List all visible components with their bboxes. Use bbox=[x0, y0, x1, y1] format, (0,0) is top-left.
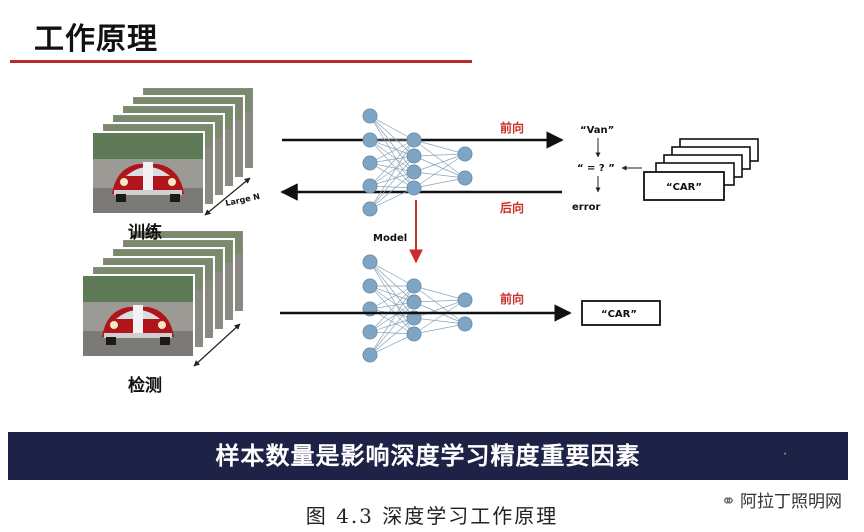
detect-size-arrow bbox=[193, 323, 241, 367]
car-photo bbox=[91, 131, 205, 215]
output-box bbox=[581, 300, 661, 326]
forward-label-bottom: 前向 bbox=[500, 291, 524, 306]
network-node bbox=[457, 292, 473, 308]
watermark: ⚭阿拉丁照明网 bbox=[721, 487, 842, 512]
network-node bbox=[362, 201, 378, 217]
compare-symbol: “ = ? ” bbox=[577, 163, 615, 174]
network-node bbox=[406, 278, 422, 294]
detection-image-stack bbox=[81, 229, 245, 358]
network-node bbox=[362, 155, 378, 171]
training-label-car: “CAR” bbox=[666, 182, 702, 193]
network-node bbox=[362, 347, 378, 363]
training-image-stack bbox=[91, 86, 255, 215]
error-label: error bbox=[572, 202, 601, 213]
forward-label-top: 前向 bbox=[500, 120, 524, 135]
deep-learning-diagram: Large N 前向 后向 Model 前向 “Van” “ = ? ” err… bbox=[81, 86, 759, 396]
network-node bbox=[457, 146, 473, 162]
network-node bbox=[362, 178, 378, 194]
detect-label: 检测 bbox=[128, 375, 162, 396]
output-label-car: “CAR” bbox=[601, 309, 637, 320]
train-label: 训练 bbox=[128, 222, 162, 243]
network-node bbox=[406, 294, 422, 310]
network-node bbox=[406, 164, 422, 180]
neural-network-train bbox=[362, 108, 473, 217]
banner-mark: · bbox=[783, 449, 788, 460]
key-message-banner: 样本数量是影响深度学习精度重要因素 · bbox=[8, 432, 848, 480]
network-node bbox=[406, 326, 422, 342]
neural-network-detect bbox=[362, 254, 473, 363]
network-node bbox=[362, 254, 378, 270]
network-node bbox=[406, 310, 422, 326]
large-n-arrow bbox=[204, 177, 251, 216]
banner-text: 样本数量是影响深度学习精度重要因素 bbox=[215, 442, 641, 470]
network-node bbox=[362, 108, 378, 124]
label-card-stack: “CAR” bbox=[643, 138, 759, 201]
prediction-van: “Van” bbox=[580, 125, 614, 136]
watermark-text: 阿拉丁照明网 bbox=[740, 492, 842, 512]
wechat-icon: ⚭ bbox=[720, 491, 736, 512]
network-node bbox=[362, 324, 378, 340]
figure-caption: 图 4.3 深度学习工作原理 bbox=[305, 504, 559, 528]
network-node bbox=[362, 132, 378, 148]
network-node bbox=[406, 132, 422, 148]
network-node bbox=[362, 278, 378, 294]
network-node bbox=[406, 180, 422, 196]
network-node bbox=[457, 170, 473, 186]
car-photo bbox=[81, 274, 195, 358]
title-underline bbox=[10, 60, 472, 63]
model-label: Model bbox=[373, 233, 407, 244]
network-node bbox=[457, 316, 473, 332]
backward-label: 后向 bbox=[500, 200, 524, 215]
network-node bbox=[406, 148, 422, 164]
slide-title: 工作原理 bbox=[34, 22, 158, 57]
